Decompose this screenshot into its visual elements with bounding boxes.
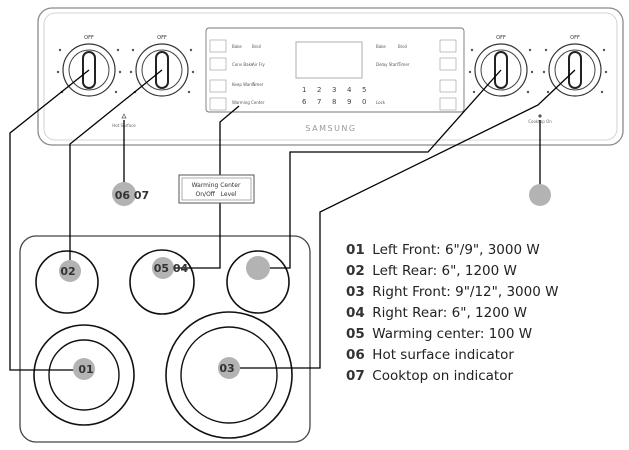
legend-text: Warming center: 100 W bbox=[372, 326, 533, 342]
burner-warming-center bbox=[129, 249, 195, 315]
legend-text: Left Front: 6"/9", 3000 W bbox=[372, 242, 540, 258]
legend-item: 03 Right Front: 9"/12", 3000 W bbox=[346, 282, 621, 303]
marker-02 bbox=[59, 260, 81, 282]
marker-0607 bbox=[112, 182, 136, 206]
svg-text:9: 9 bbox=[347, 98, 351, 106]
burner-left-rear bbox=[35, 250, 99, 314]
svg-text:7: 7 bbox=[317, 98, 321, 106]
control-panel-inner-edge bbox=[43, 12, 618, 141]
legend-item: 06 Hot surface indicator bbox=[346, 345, 621, 366]
left-control-keys[interactable] bbox=[209, 39, 227, 111]
legend-text: Cooktop on indicator bbox=[372, 368, 514, 384]
legend-number: 07 bbox=[346, 368, 365, 384]
legend-item: 07 Cooktop on indicator bbox=[346, 366, 621, 387]
legend-text: Right Rear: 6", 1200 W bbox=[372, 305, 528, 321]
burner-right-rear bbox=[226, 250, 290, 314]
cooktop-on-indicator bbox=[538, 114, 542, 118]
svg-text:06 07: 06 07 bbox=[115, 189, 149, 202]
svg-text:OFF: OFF bbox=[84, 35, 94, 41]
display-digits: 1 2 3 4 5 6 7 8 9 0 bbox=[302, 86, 366, 106]
svg-text:Timer: Timer bbox=[251, 82, 264, 87]
svg-text:OFF: OFF bbox=[496, 35, 506, 41]
svg-text:Timer: Timer bbox=[397, 62, 410, 67]
svg-text:5: 5 bbox=[362, 86, 366, 94]
svg-text:03: 03 bbox=[219, 362, 234, 375]
legend-number: 06 bbox=[346, 347, 365, 363]
svg-text:Warming Center: Warming Center bbox=[192, 182, 241, 189]
left-key-labels: Bake Broil Conv Bake Air Fry Keep Warm T… bbox=[232, 44, 265, 105]
marker-right-rear bbox=[246, 256, 270, 280]
connector-01 bbox=[9, 69, 90, 371]
svg-text:Delay Start: Delay Start bbox=[376, 62, 399, 67]
connector-03 bbox=[240, 69, 576, 369]
legend-text: Right Front: 9"/12", 3000 W bbox=[372, 284, 559, 300]
svg-text:4: 4 bbox=[347, 86, 352, 94]
svg-text:0: 0 bbox=[362, 98, 366, 106]
svg-text:Bake: Bake bbox=[376, 44, 386, 49]
marker-03 bbox=[218, 357, 240, 379]
legend-item: 04 Right Rear: 6", 1200 W bbox=[346, 303, 621, 324]
connector-04 bbox=[258, 69, 502, 269]
legend-text: Hot surface indicator bbox=[372, 347, 514, 363]
legend: 01 Left Front: 6"/9", 3000 W 02 Left Rea… bbox=[346, 240, 621, 387]
marker-0504 bbox=[152, 257, 174, 279]
warming-center-callout: Warming Center On/Off Level bbox=[178, 174, 255, 204]
right-control-keys[interactable] bbox=[439, 39, 457, 111]
legend-number: 05 bbox=[346, 326, 365, 342]
svg-text:2: 2 bbox=[317, 86, 321, 94]
svg-text:Warming Center: Warming Center bbox=[232, 100, 265, 105]
svg-text:Broil: Broil bbox=[252, 44, 261, 49]
marker-cooktop-on bbox=[529, 184, 551, 206]
svg-text:Conv Bake: Conv Bake bbox=[232, 62, 254, 67]
svg-text:Keep Warm: Keep Warm bbox=[232, 82, 255, 87]
oven-control-display: 1 2 3 4 5 6 7 8 9 0 bbox=[205, 27, 465, 113]
svg-text:Bake: Bake bbox=[232, 44, 242, 49]
display-window bbox=[295, 41, 363, 79]
legend-item: 01 Left Front: 6"/9", 3000 W bbox=[346, 240, 621, 261]
legend-item: 02 Left Rear: 6", 1200 W bbox=[346, 261, 621, 282]
legend-number: 03 bbox=[346, 284, 365, 300]
svg-text:Air Fry: Air Fry bbox=[252, 62, 265, 67]
connector-lines bbox=[9, 69, 576, 371]
knob-tick-marks bbox=[56, 48, 608, 94]
svg-text:01: 01 bbox=[78, 363, 93, 376]
legend-number: 04 bbox=[346, 305, 365, 321]
right-key-labels: Bake Broil Delay Start Timer Lock bbox=[376, 44, 410, 105]
svg-text:02: 02 bbox=[60, 265, 75, 278]
brand-logo: SAMSUNG bbox=[305, 124, 356, 133]
svg-text:Broil: Broil bbox=[398, 44, 407, 49]
svg-text:OFF: OFF bbox=[570, 35, 580, 41]
svg-text:OFF: OFF bbox=[157, 35, 167, 41]
connector-02 bbox=[69, 69, 163, 270]
svg-text:3: 3 bbox=[332, 86, 336, 94]
svg-text:8: 8 bbox=[332, 98, 336, 106]
markers: 06 07 02 05 04 01 03 bbox=[59, 182, 551, 380]
svg-text:1: 1 bbox=[302, 86, 306, 94]
marker-01 bbox=[73, 358, 95, 380]
svg-text:05 04: 05 04 bbox=[154, 262, 189, 275]
legend-item: 05 Warming center: 100 W bbox=[346, 324, 621, 345]
legend-number: 01 bbox=[346, 242, 365, 258]
legend-number: 02 bbox=[346, 263, 365, 279]
svg-text:On/Off Level: On/Off Level bbox=[196, 191, 237, 198]
hot-surface-indicator-icon bbox=[121, 113, 127, 119]
legend-text: Left Rear: 6", 1200 W bbox=[372, 263, 517, 279]
svg-text:Lock: Lock bbox=[376, 100, 386, 105]
svg-text:6: 6 bbox=[302, 98, 307, 106]
